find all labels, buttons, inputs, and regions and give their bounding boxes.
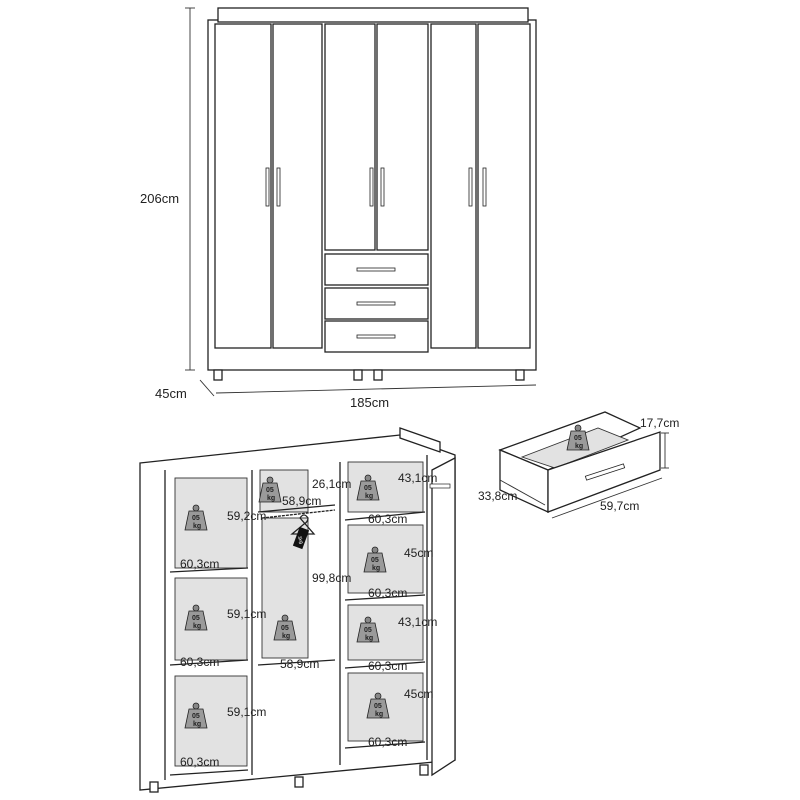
- closed-wardrobe: 206cm 45cm 185cm: [140, 7, 537, 410]
- weight-unit: kg: [282, 633, 290, 640]
- left-width-2-label: 60,3cm: [180, 655, 219, 669]
- height-label: 206cm: [140, 191, 179, 206]
- center-top-width-label: 58,9cm: [282, 494, 321, 508]
- drawer-depth-label: 33,8cm: [478, 489, 517, 503]
- left-bot-height-label: 59,1cm: [227, 705, 266, 719]
- doors: [214, 23, 531, 349]
- right-h4-label: 45cm: [404, 687, 433, 701]
- weight-unit: kg: [372, 565, 380, 572]
- right-w2-label: 60,3cm: [368, 586, 407, 600]
- weight-icons: 05 kg 05 kg 05 kg 05 kg 05 kg 05 kg 05 k…: [184, 424, 590, 729]
- weight-icon: 05 kg: [356, 474, 380, 501]
- weight-icon: 05 kg: [184, 702, 208, 729]
- open-wardrobe: 3kg 05 kg 05 kg 05 kg 05 kg 05 kg 05 kg …: [139, 424, 590, 793]
- left-width-1-label: 60,3cm: [180, 557, 219, 571]
- center-top-height-label: 26,1cm: [312, 477, 351, 491]
- weight-value: 05: [192, 615, 200, 622]
- weight-value: 05: [374, 703, 382, 710]
- weight-unit: kg: [193, 623, 201, 630]
- weight-icon: 05 kg: [366, 692, 390, 719]
- right-w3-label: 60,3cm: [368, 659, 407, 673]
- weight-unit: kg: [365, 493, 373, 500]
- weight-value: 05: [192, 515, 200, 522]
- feet: [213, 369, 525, 381]
- weight-icon: 05 kg: [273, 614, 297, 641]
- left-mid-height-label: 59,1cm: [227, 607, 266, 621]
- weight-unit: kg: [267, 495, 275, 502]
- right-w1-label: 60,3cm: [368, 512, 407, 526]
- weight-icon: 05 kg: [356, 616, 380, 643]
- hanger-tag-label: 3kg: [296, 535, 304, 545]
- weight-value: 05: [574, 435, 582, 442]
- drawer-width-label: 59,7cm: [600, 499, 639, 513]
- weight-unit: kg: [375, 711, 383, 718]
- right-h3-label: 43,1cm: [398, 615, 437, 629]
- left-width-3-label: 60,3cm: [180, 755, 219, 769]
- drawer-height-label: 17,7cm: [640, 416, 679, 430]
- depth-label: 45cm: [155, 386, 187, 401]
- weight-unit: kg: [193, 523, 201, 530]
- top-cap: [217, 7, 529, 23]
- dimension-lines: [185, 7, 537, 397]
- left-top-height-label: 59,2cm: [227, 509, 266, 523]
- weight-value: 05: [371, 557, 379, 564]
- weight-icon: 05 kg: [184, 504, 208, 531]
- weight-value: 05: [266, 487, 274, 494]
- weight-value: 05: [364, 485, 372, 492]
- right-h2-label: 45cm: [404, 546, 433, 560]
- weight-value: 05: [364, 627, 372, 634]
- weight-value: 05: [281, 625, 289, 632]
- dividers: [164, 455, 456, 780]
- hanger-icon: 3kg: [290, 514, 316, 550]
- weight-icon: 05 kg: [363, 546, 387, 573]
- weight-icon: 05 kg: [258, 476, 282, 503]
- feet: [149, 764, 429, 793]
- center-bottom-width-label: 58,9cm: [280, 657, 319, 671]
- weight-icon: 05 kg: [184, 604, 208, 631]
- center-hang-height-label: 99,8cm: [312, 571, 351, 585]
- weight-icon: 05 kg: [566, 424, 590, 451]
- weight-unit: kg: [365, 635, 373, 642]
- weight-value: 05: [192, 713, 200, 720]
- weight-unit: kg: [575, 443, 583, 450]
- right-h1-label: 43,1cm: [398, 471, 437, 485]
- weight-unit: kg: [193, 721, 201, 728]
- width-label: 185cm: [350, 395, 389, 410]
- door-handles: [265, 167, 487, 207]
- drawers: [324, 253, 429, 353]
- right-w4-label: 60,3cm: [368, 735, 407, 749]
